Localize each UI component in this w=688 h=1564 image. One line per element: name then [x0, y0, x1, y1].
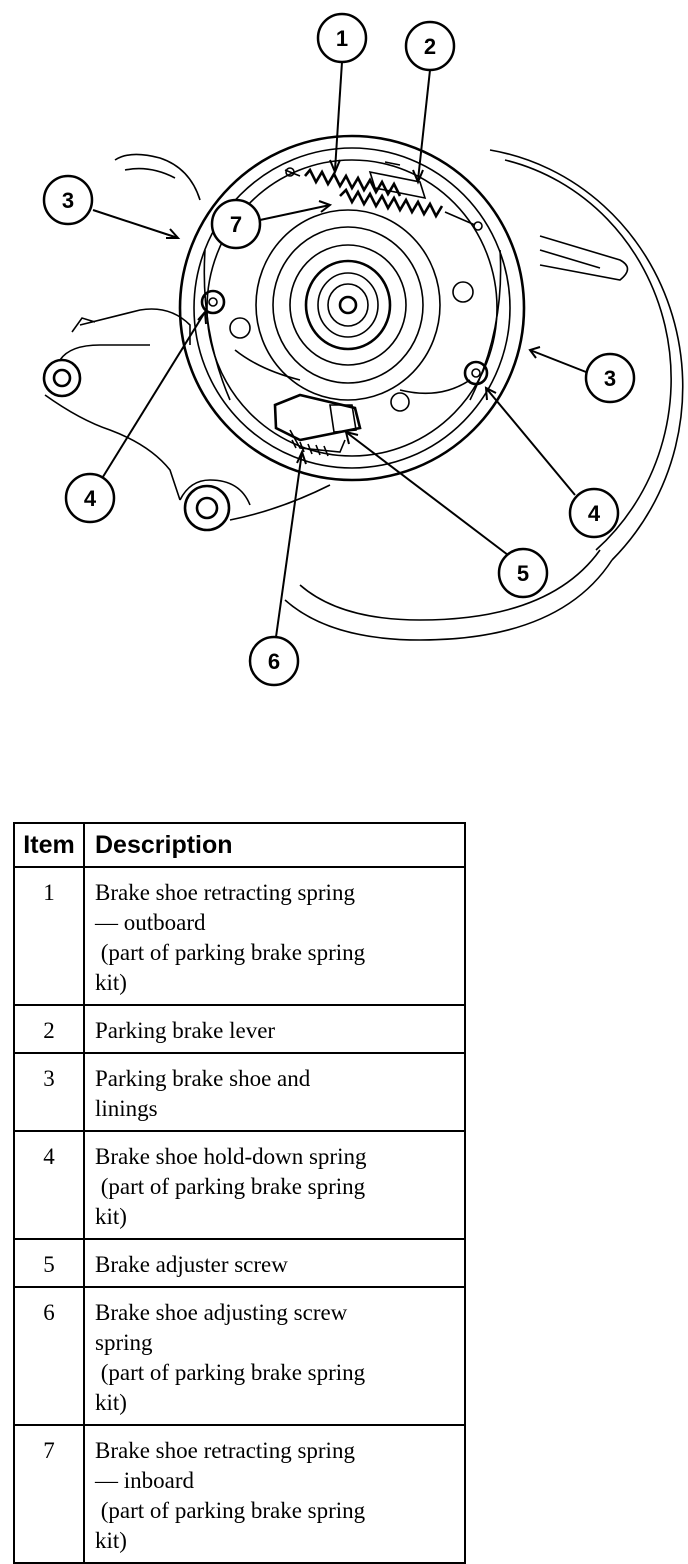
callout-3-right: 3	[584, 352, 636, 404]
callout-5-label: 5	[517, 561, 529, 586]
item-number: 7	[13, 1424, 85, 1564]
callout-7-label: 7	[230, 212, 242, 237]
table-row: 7 Brake shoe retracting spring — inboard (…	[13, 1424, 466, 1564]
item-description: Brake adjuster screw	[83, 1238, 466, 1288]
callout-6-label: 6	[268, 649, 280, 674]
item-number: 3	[13, 1052, 85, 1132]
description-line: Brake shoe retracting spring	[95, 1438, 355, 1463]
description-line: kit)	[95, 1528, 127, 1553]
callout-5: 5	[497, 547, 549, 599]
callout-6: 6	[248, 635, 300, 687]
item-description: Brake shoe hold-down spring (part of par…	[83, 1130, 466, 1240]
item-description: Parking brake lever	[83, 1004, 466, 1054]
table-row: 6 Brake shoe adjusting screw spring (part …	[13, 1286, 466, 1426]
description-line: Brake shoe retracting spring	[95, 880, 355, 905]
item-description: Brake shoe retracting spring — inboard (p…	[83, 1424, 466, 1564]
callout-7: 7	[210, 198, 262, 250]
item-number: 2	[13, 1004, 85, 1054]
header-description: Description	[83, 822, 466, 868]
description-line: kit)	[95, 1390, 127, 1415]
item-number: 5	[13, 1238, 85, 1288]
description-line: Parking brake lever	[95, 1018, 276, 1043]
callout-4-left: 4	[64, 472, 116, 524]
description-line: Brake adjuster screw	[95, 1252, 288, 1277]
leader-lines	[92, 61, 587, 638]
callout-4-left-label: 4	[84, 486, 97, 511]
callout-3-left-label: 3	[62, 188, 74, 213]
callout-3-left: 3	[42, 174, 94, 226]
retracting-springs-art	[284, 161, 483, 231]
item-number: 1	[13, 866, 85, 1006]
description-line: spring	[95, 1330, 153, 1355]
item-description: Brake shoe retracting spring — outboard (…	[83, 866, 466, 1006]
adjuster-screw-art	[273, 393, 362, 457]
backing-plate-art	[284, 149, 684, 641]
description-line: (part of parking brake spring	[95, 1498, 366, 1523]
description-line: linings	[95, 1096, 158, 1121]
table-row: 5 Brake adjuster screw	[13, 1238, 466, 1288]
description-line: Parking brake shoe and	[95, 1066, 311, 1091]
hub-art	[255, 209, 441, 401]
legend-header-row: Item Description	[13, 822, 466, 868]
callout-1-label: 1	[336, 26, 348, 51]
description-line: Brake shoe adjusting screw	[95, 1300, 348, 1325]
description-line: (part of parking brake spring	[95, 1360, 366, 1385]
brake-shoes-art	[178, 134, 526, 482]
description-line: Brake shoe hold-down spring	[95, 1144, 367, 1169]
table-row: 2 Parking brake lever	[13, 1004, 466, 1054]
table-row: 3 Parking brake shoe and linings	[13, 1052, 466, 1132]
item-description: Brake shoe adjusting screw spring (part o…	[83, 1286, 466, 1426]
description-line: kit)	[95, 970, 127, 995]
description-line: (part of parking brake spring	[95, 1174, 366, 1199]
callout-3-right-label: 3	[604, 366, 616, 391]
callout-4-right: 4	[568, 487, 620, 539]
description-line: — outboard	[95, 910, 206, 935]
callout-2-label: 2	[424, 34, 436, 59]
brake-assembly-diagram: 1 2 3 3 4 4 5 6 7	[42, 12, 684, 687]
callout-1: 1	[316, 12, 368, 64]
description-line: — inboard	[95, 1468, 195, 1493]
hold-down-pins-art	[200, 281, 489, 412]
item-number: 4	[13, 1130, 85, 1240]
header-item: Item	[13, 822, 85, 868]
callout-2: 2	[404, 20, 456, 72]
item-description: Parking brake shoe and linings	[83, 1052, 466, 1132]
description-line: (part of parking brake spring	[95, 940, 366, 965]
mounting-bracket-art	[42, 153, 331, 532]
description-line: kit)	[95, 1204, 127, 1229]
item-number: 6	[13, 1286, 85, 1426]
callout-4-right-label: 4	[588, 501, 601, 526]
